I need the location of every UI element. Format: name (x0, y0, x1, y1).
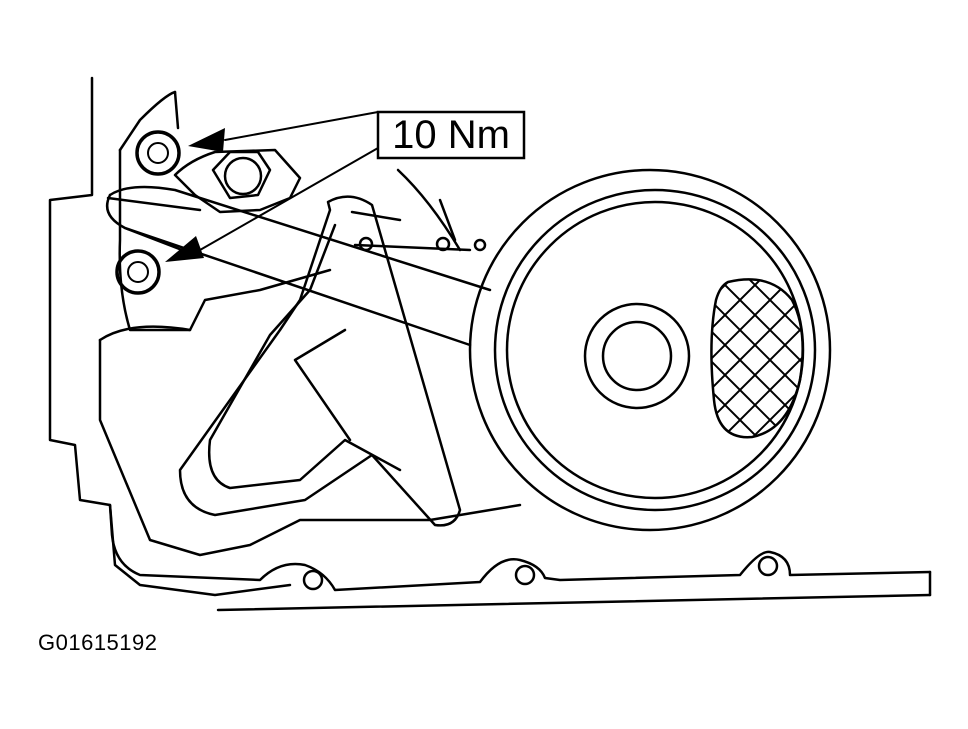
bolt-upper (135, 130, 181, 176)
nut-bore (223, 156, 263, 196)
figure-id: G01615192 (38, 630, 158, 655)
arrowhead-lower (165, 236, 204, 262)
hub-inner (601, 320, 673, 392)
pulley-outer-rim (468, 168, 832, 532)
torque-label: 10 Nm (392, 113, 510, 157)
triangular-strut (178, 195, 462, 527)
flange-hole (757, 555, 779, 577)
callout-leader-lines (199, 111, 379, 251)
oil-pump-pulley (468, 168, 832, 532)
bolt-lower (115, 249, 161, 295)
hex-nut (211, 150, 272, 200)
strainer-mesh (710, 278, 804, 439)
engine-block-outline (48, 76, 292, 597)
arrowhead-upper (188, 128, 225, 152)
pulley-inner-rim (493, 188, 817, 512)
pump-housing (98, 148, 522, 557)
flange-hole (302, 569, 324, 591)
pan-gasket-flange (108, 503, 932, 612)
flange-hole (514, 564, 536, 586)
pickup-tube (105, 168, 492, 347)
torque-callout-box (376, 110, 526, 160)
hub-outer (583, 302, 691, 410)
